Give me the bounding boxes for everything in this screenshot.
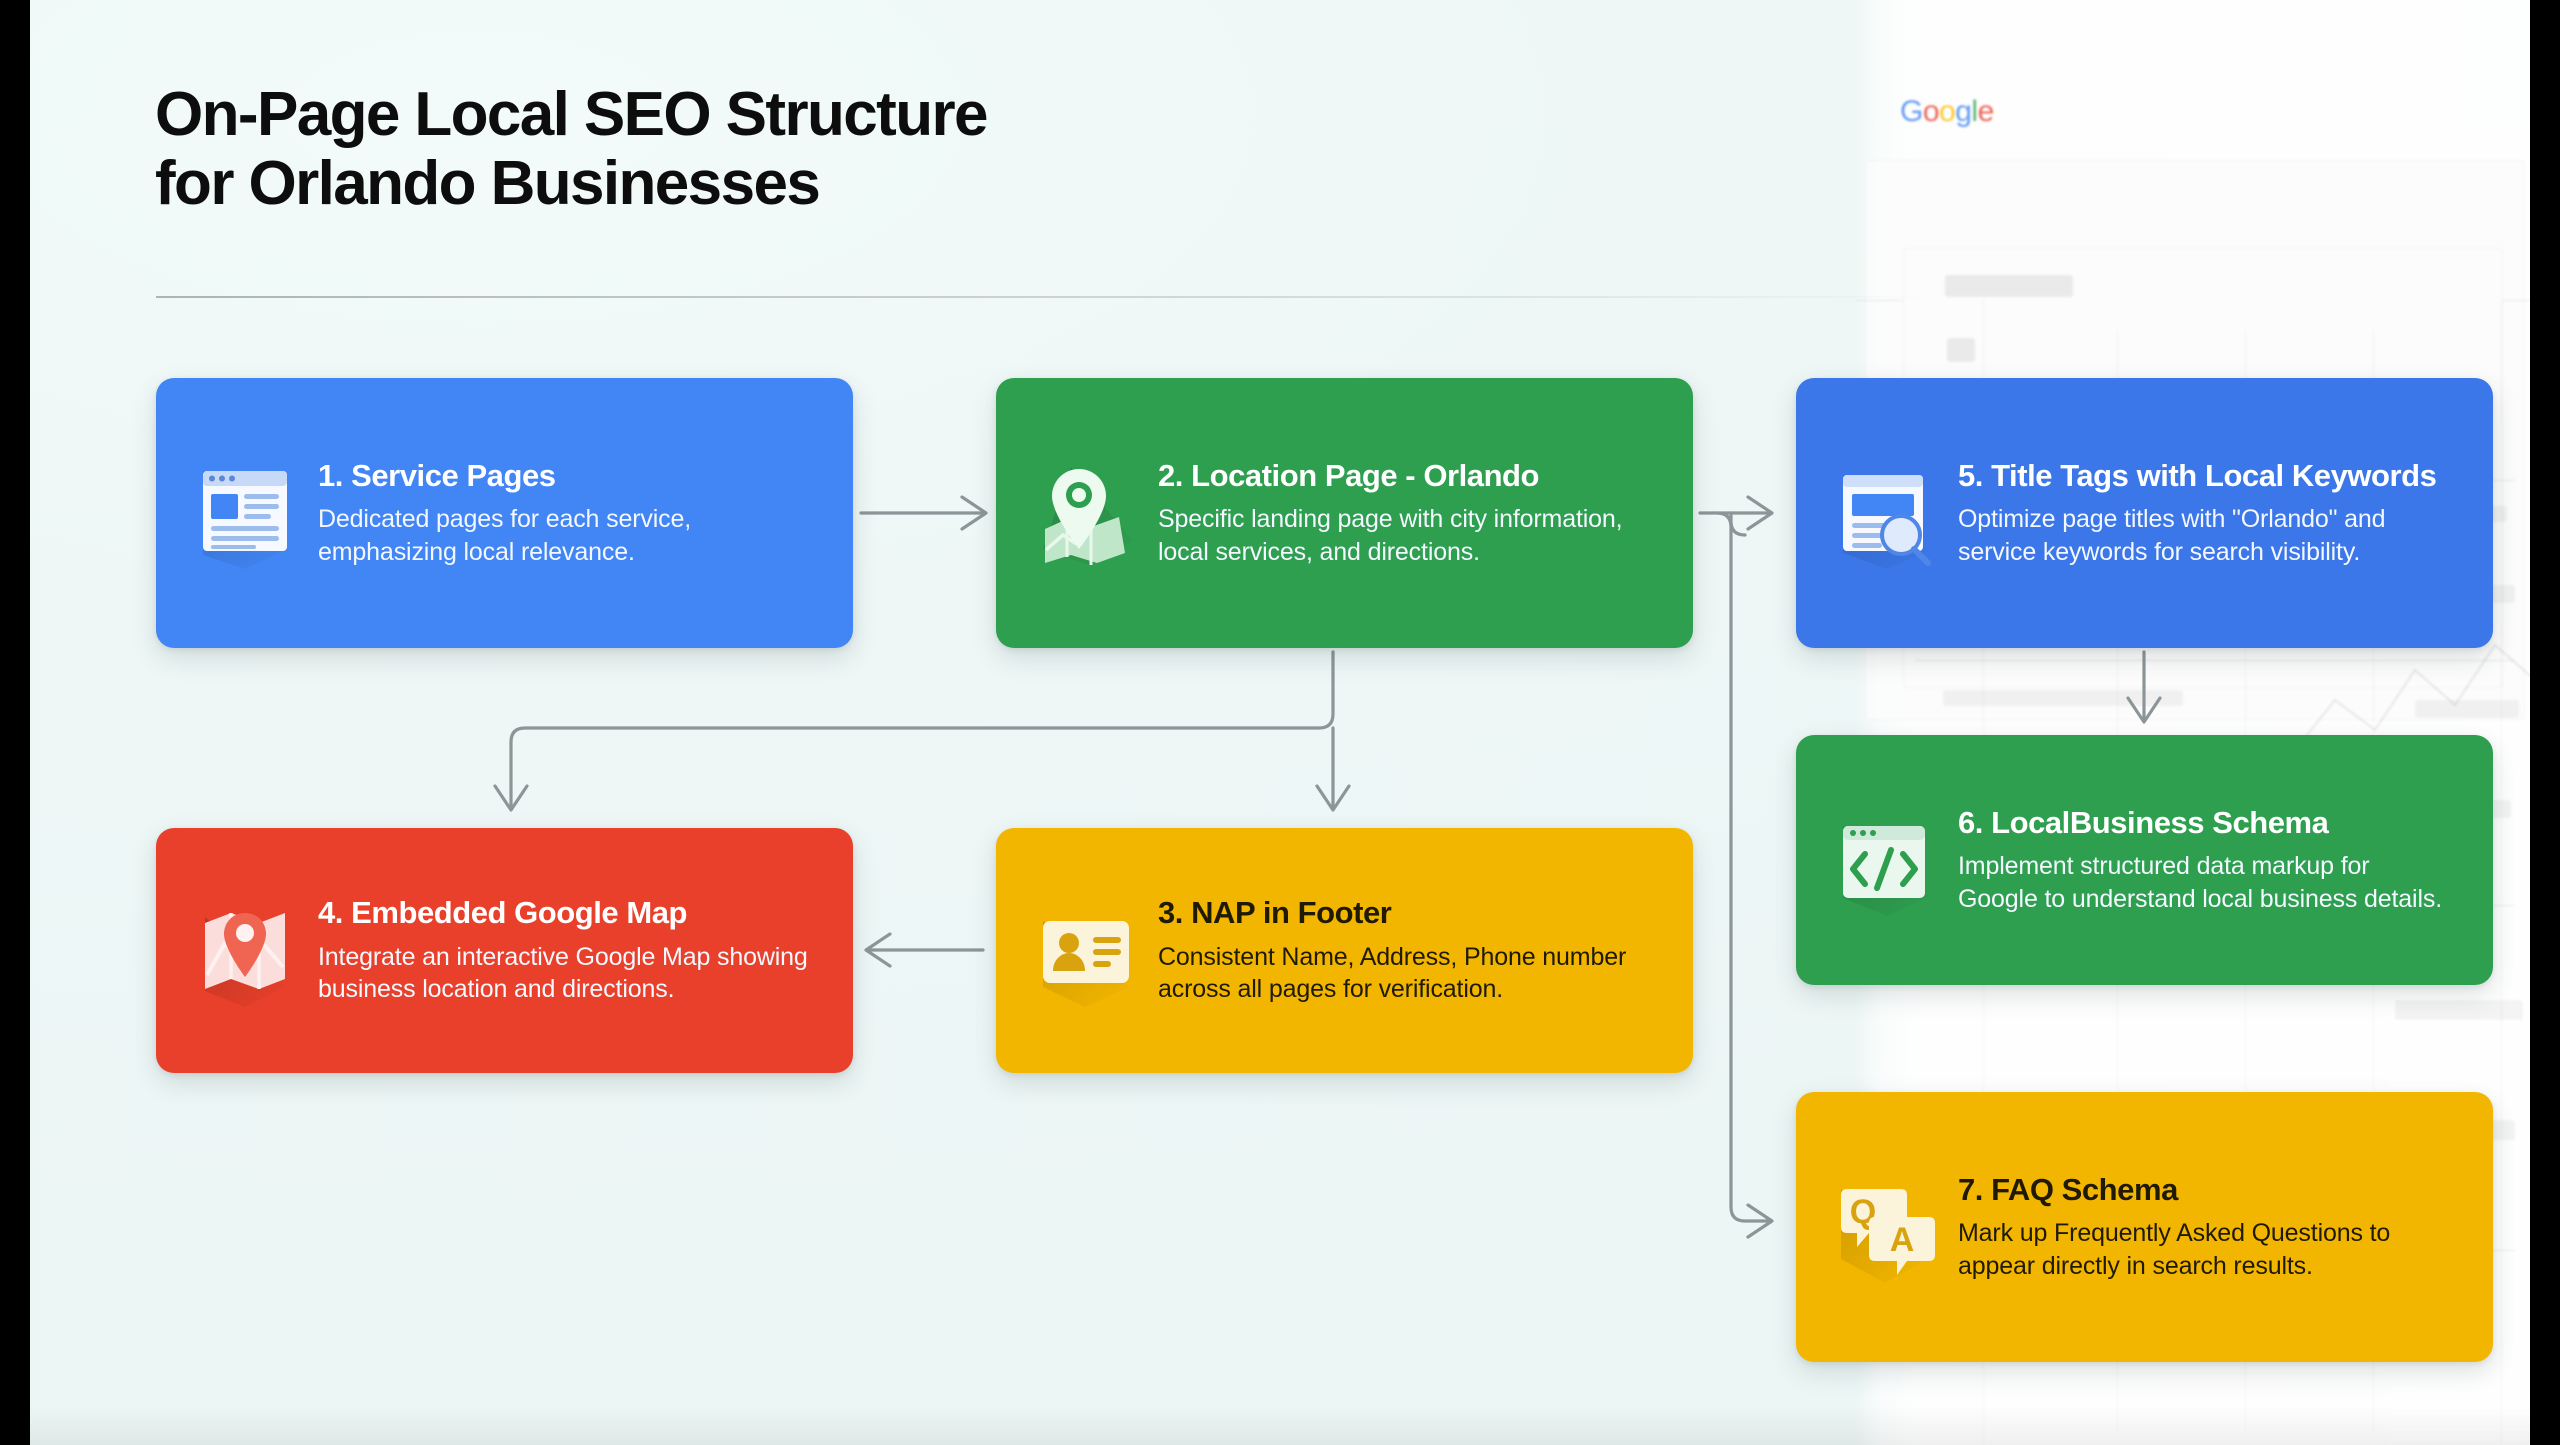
page-title: On-Page Local SEO Structure for Orlando …	[155, 80, 988, 219]
folded-map-pin-icon	[186, 892, 304, 1010]
code-window-icon	[1826, 801, 1944, 919]
serp-text-line	[2395, 1000, 2523, 1020]
serp-text-line	[1945, 275, 2073, 297]
card-body: Optimize page titles with "Orlando" and …	[1958, 505, 2386, 566]
card-title: 4. Embedded Google Map	[318, 895, 688, 931]
card-localbusiness-schema[interactable]: 6. LocalBusiness Schema Implement struct…	[1796, 735, 2493, 985]
card-body: Dedicated pages for each service, emphas…	[318, 505, 692, 566]
header-divider	[156, 296, 1936, 298]
map-pin-icon	[1026, 454, 1144, 572]
serp-text-line	[1947, 338, 1975, 362]
connector-card2-to-card4-and-card3	[493, 650, 1351, 812]
serp-text-line	[1943, 690, 2183, 706]
google-logo-letter-o2: o	[1939, 95, 1956, 128]
serp-grid-line	[2501, 300, 2502, 1445]
letterbox-right	[2530, 0, 2560, 1445]
google-logo-letter-G: G	[1900, 95, 1923, 128]
card-title-tags-local-keywords[interactable]: 5. Title Tags with Local Keywords Optimi…	[1796, 378, 2493, 648]
serp-divider	[1915, 660, 2515, 661]
webpage-layout-icon	[186, 454, 304, 572]
serp-trend-graph-icon	[2295, 643, 2532, 751]
card-body: Implement structured data markup for Goo…	[1958, 852, 2442, 913]
card-title: 6. LocalBusiness Schema	[1958, 804, 2329, 840]
card-body: Specific landing page with city informat…	[1158, 505, 1623, 566]
svg-text:A: A	[1890, 1221, 1915, 1259]
card-body: Consistent Name, Address, Phone number a…	[1158, 942, 1627, 1004]
document-search-icon	[1826, 454, 1944, 572]
card-nap-in-footer[interactable]: 3. NAP in Footer Consistent Name, Addres…	[996, 828, 1693, 1073]
google-logo: Google	[1900, 95, 1994, 129]
google-logo-letter-g: g	[1955, 95, 1972, 128]
card-title: 7. FAQ Schema	[1958, 1171, 2178, 1207]
card-body: Mark up Frequently Asked Questions to ap…	[1958, 1219, 2391, 1280]
card-title: 5. Title Tags with Local Keywords	[1958, 457, 2437, 493]
contact-card-icon	[1026, 892, 1144, 1010]
card-service-pages[interactable]: 1. Service Pages Dedicated pages for eac…	[156, 378, 853, 648]
google-logo-letter-l: l	[1971, 95, 1978, 128]
serp-text-line	[2415, 700, 2519, 718]
connector-card3-to-card4	[864, 932, 985, 968]
card-body: Integrate an interactive Google Map show…	[318, 942, 808, 1004]
google-logo-letter-o1: o	[1922, 95, 1940, 128]
connector-card1-to-card2	[859, 495, 988, 531]
letterbox-left	[0, 0, 30, 1445]
card-faq-schema[interactable]: Q A 7. FAQ Schema Mark up Frequently Ask…	[1796, 1092, 2493, 1362]
qa-bubbles-icon: Q A	[1826, 1168, 1944, 1286]
card-title: 3. NAP in Footer	[1158, 895, 1392, 931]
google-logo-letter-e: e	[1977, 95, 1995, 128]
card-embedded-google-map[interactable]: 4. Embedded Google Map Integrate an inte…	[156, 828, 853, 1073]
card-title: 1. Service Pages	[318, 457, 556, 493]
connector-card2-to-card5-and-card7	[1698, 495, 1774, 1239]
card-title: 2. Location Page - Orlando	[1158, 457, 1540, 493]
bottom-fade	[28, 1405, 2532, 1445]
card-location-page-orlando[interactable]: 2. Location Page - Orlando Specific land…	[996, 378, 1693, 648]
infographic-canvas: Google	[28, 0, 2532, 1445]
